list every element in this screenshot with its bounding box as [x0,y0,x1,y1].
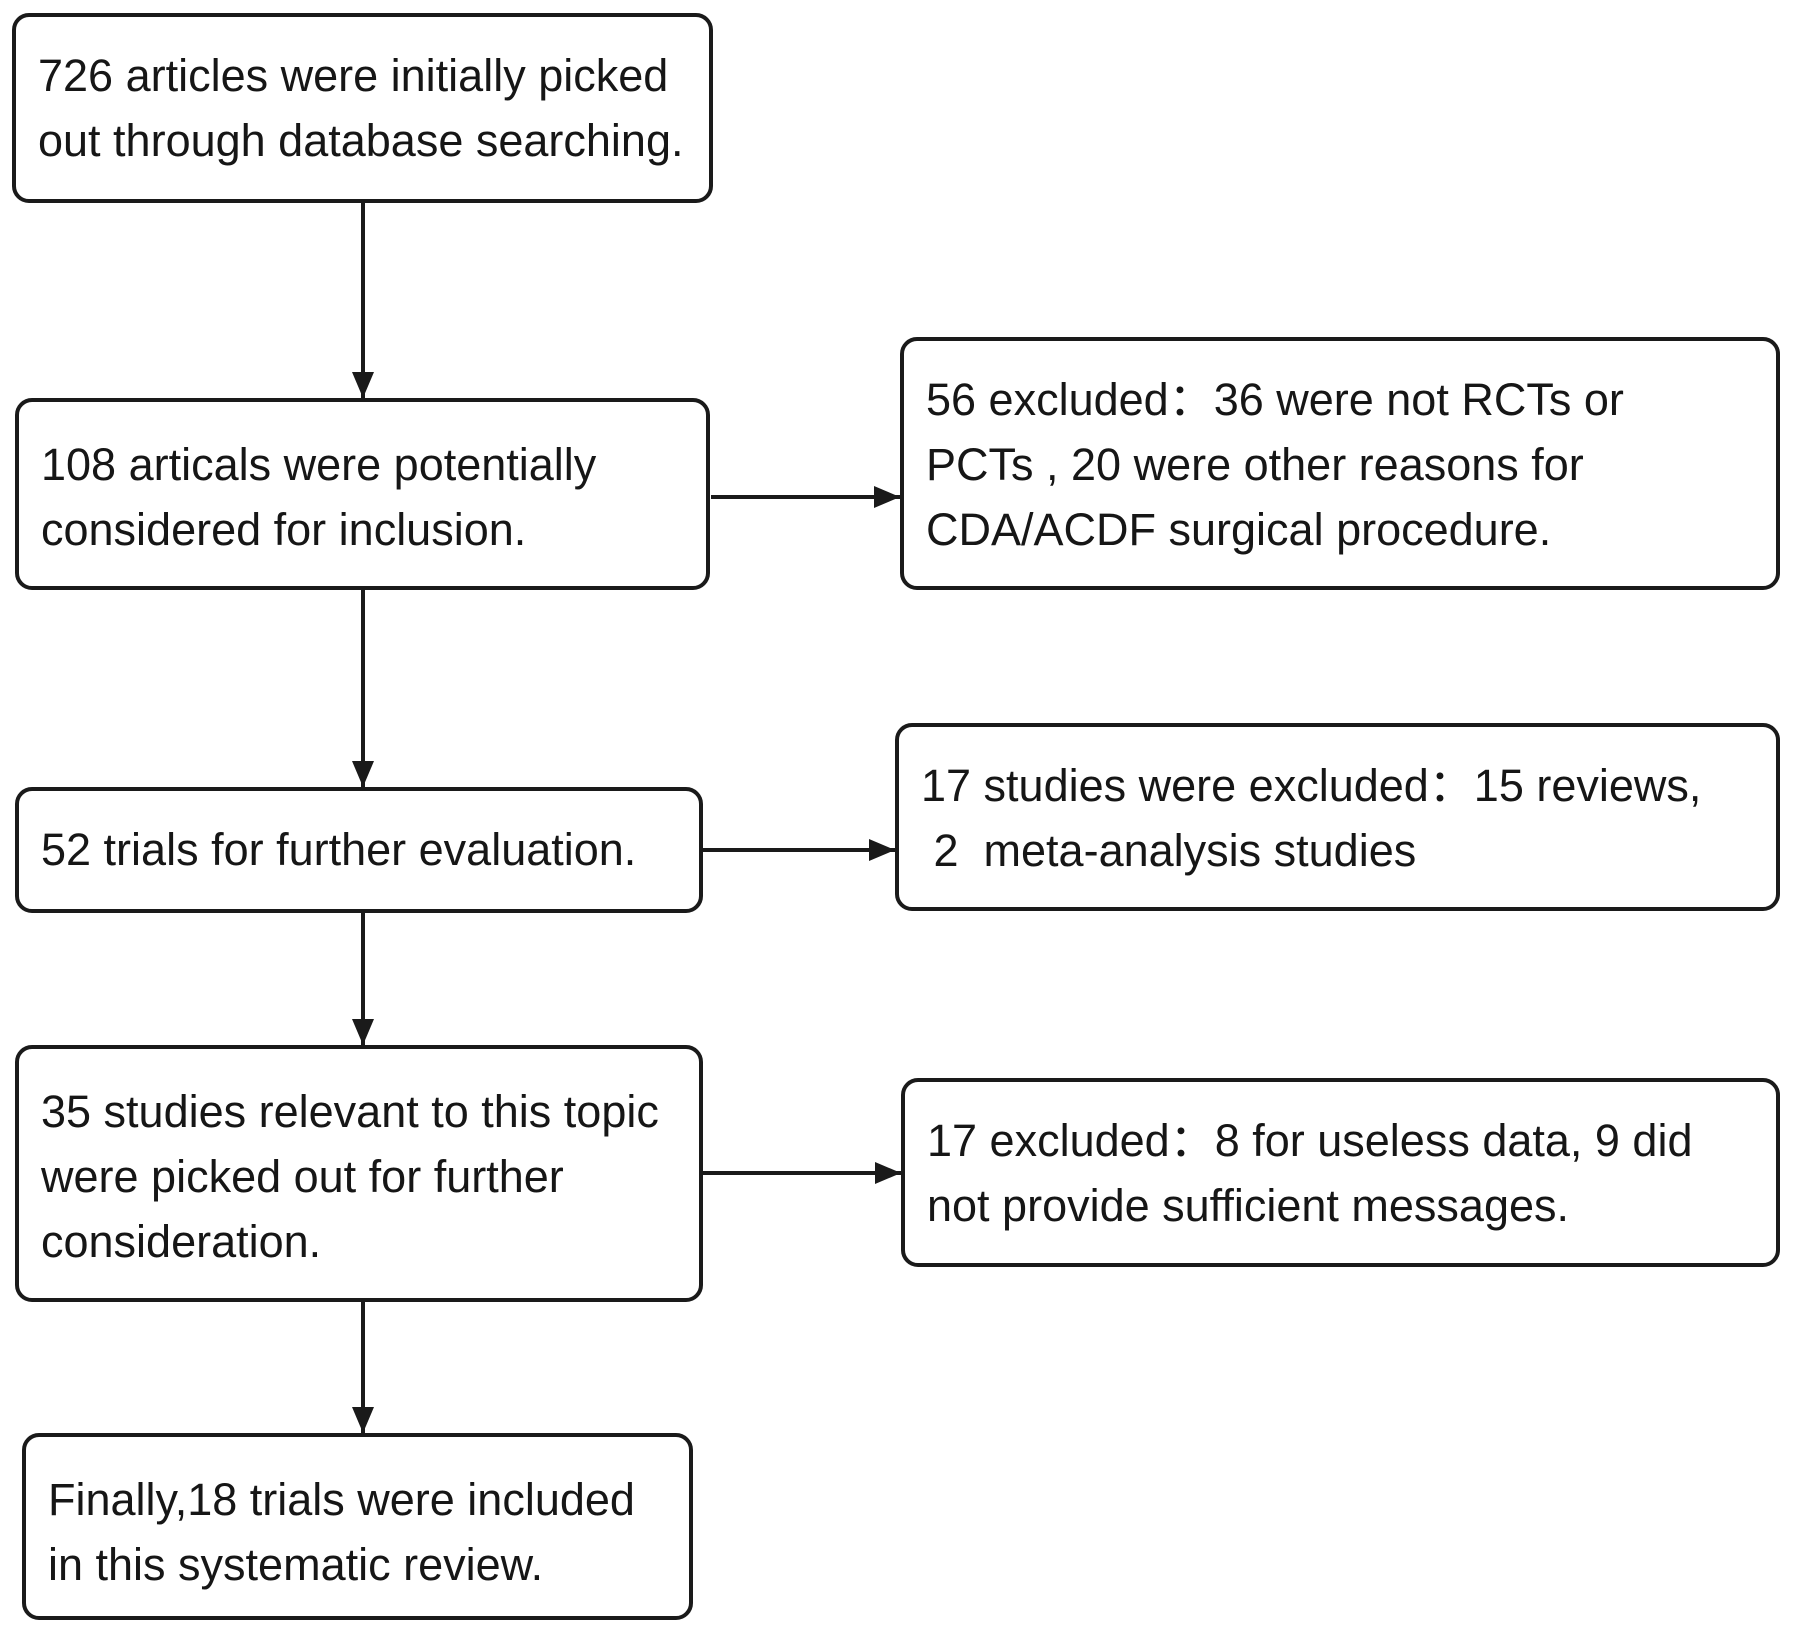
arrow-considered-to-excluded56-icon [711,495,900,499]
flow-box-excluded-56: 56 excluded：36 were not RCTs or PCTs , 2… [900,337,1780,590]
flow-box-excluded-17-insufficient: 17 excluded：8 for useless data, 9 did no… [901,1078,1780,1267]
arrow-considered-to-evaluation-icon [361,590,365,787]
arrow-evaluation-to-excluded17-reviews-icon [701,848,895,852]
flow-box-studies-relevant: 35 studies relevant to this topic were p… [15,1045,703,1302]
flow-box-articles-identified: 726 articles were initially picked out t… [12,13,713,203]
flow-box-trials-included: Finally,18 trials were included in this … [22,1433,693,1620]
flow-box-trials-further-evaluation: 52 trials for further evaluation. [15,787,703,913]
arrow-identified-to-considered-icon [361,203,365,398]
arrow-relevant-to-excluded17-insufficient-icon [701,1171,901,1175]
arrow-relevant-to-included-icon [361,1302,365,1433]
flow-box-excluded-17-reviews: 17 studies were excluded：15 reviews, 2 m… [895,723,1780,911]
arrow-evaluation-to-relevant-icon [361,913,365,1045]
flow-box-articles-considered: 108 articals were potentially considered… [15,398,710,590]
